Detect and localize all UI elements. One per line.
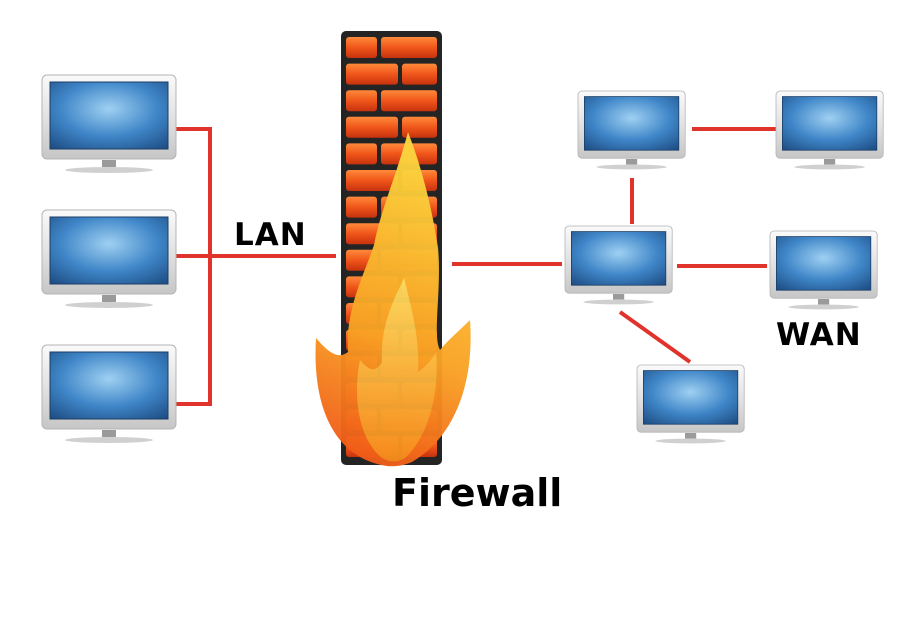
lan-bus-line	[176, 127, 212, 406]
brick	[346, 37, 377, 58]
monitor-icon	[41, 344, 177, 444]
brick	[346, 196, 377, 218]
network-links	[176, 127, 776, 406]
brick	[346, 116, 398, 138]
monitor-icon	[769, 230, 878, 310]
brick	[346, 170, 398, 191]
monitor-icon	[564, 225, 673, 305]
brick	[381, 37, 437, 58]
firewall-label: Firewall	[392, 471, 562, 515]
brick	[346, 63, 398, 85]
lan-monitors	[41, 74, 177, 444]
monitor-icon	[636, 364, 745, 444]
brick	[402, 116, 437, 138]
brick	[402, 63, 437, 85]
wan-label: WAN	[776, 317, 862, 353]
monitor-icon	[41, 209, 177, 309]
flame-icon	[315, 132, 471, 467]
monitor-icon	[41, 74, 177, 174]
wan-link-diagonal	[618, 310, 692, 364]
brick	[346, 143, 377, 165]
monitor-icon	[775, 90, 884, 170]
brick	[346, 90, 377, 112]
monitor-icon	[577, 90, 686, 170]
brick	[381, 90, 437, 112]
lan-label: LAN	[234, 217, 307, 253]
